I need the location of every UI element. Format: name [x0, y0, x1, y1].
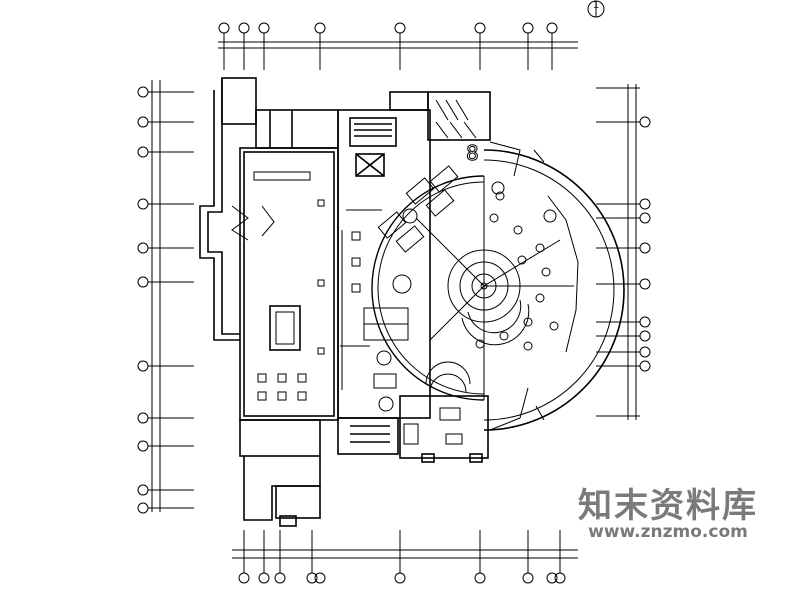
building-outline	[199, 77, 491, 527]
top-grid-axis	[218, 22, 578, 70]
section-markers	[533, 149, 545, 421]
circular-atrium	[371, 141, 625, 431]
north-marker-label: 1	[592, 0, 600, 11]
lounge-seating	[363, 165, 459, 412]
svg-text:8: 8	[466, 141, 479, 165]
dining-tables	[475, 181, 559, 351]
watermark-url: www.znzmo.com	[588, 522, 748, 542]
watermark-title: 知末资料库	[578, 486, 758, 526]
north-arrow	[587, 0, 605, 18]
bottom-grid-axis	[232, 530, 578, 584]
left-grid-axis	[137, 80, 194, 514]
right-grid-axis	[596, 84, 651, 420]
interior-details: 8	[231, 99, 479, 445]
